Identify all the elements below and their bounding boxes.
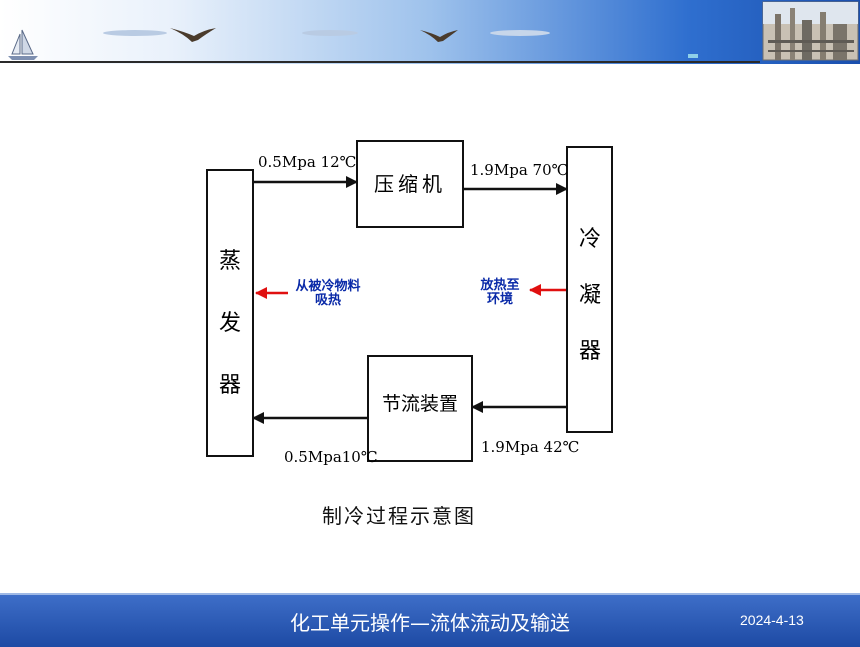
throttle-label: 节流装置 xyxy=(382,393,458,415)
evaporator-box xyxy=(206,169,254,457)
heat-release-line-2: 环境 xyxy=(487,291,513,307)
bird-icon xyxy=(170,28,458,42)
throttle-box xyxy=(367,355,473,462)
header-divider xyxy=(0,61,760,63)
condenser-box xyxy=(566,146,613,433)
diagram-caption: 制冷过程示意图 xyxy=(322,504,476,528)
compressor-label: 压缩机 xyxy=(374,172,446,196)
condenser-char-1: 冷 xyxy=(579,227,601,252)
condenser-char-3: 器 xyxy=(579,339,601,364)
evaporator-char-3: 器 xyxy=(219,373,241,398)
heat-release-line-1: 放热至 xyxy=(479,277,519,293)
sailboat-icon xyxy=(8,29,38,60)
footer-title: 化工单元操作—流体流动及输送 xyxy=(290,611,570,635)
evaporator-char-2: 发 xyxy=(219,311,241,336)
footer-date: 2024-4-13 xyxy=(740,612,804,628)
heat-absorb-line-1: 从被冷物料 xyxy=(295,278,360,294)
flow-label-evap-to-comp: 0.5Mpa 12℃ xyxy=(258,153,356,171)
cloud-icon xyxy=(103,30,550,36)
evaporator-char-1: 蒸 xyxy=(219,249,241,274)
footer-bar xyxy=(0,593,860,647)
flow-label-throttle-to-evap: 0.5Mpa10℃ xyxy=(284,448,378,466)
refinery-photo xyxy=(688,1,859,61)
flow-label-cond-to-throttle: 1.9Mpa 42℃ xyxy=(481,438,579,456)
heat-absorb-line-2: 吸热 xyxy=(315,292,341,308)
condenser-char-2: 凝 xyxy=(579,283,601,308)
flow-label-comp-to-cond: 1.9Mpa 70℃ xyxy=(470,161,568,179)
header-decoration xyxy=(8,1,859,61)
